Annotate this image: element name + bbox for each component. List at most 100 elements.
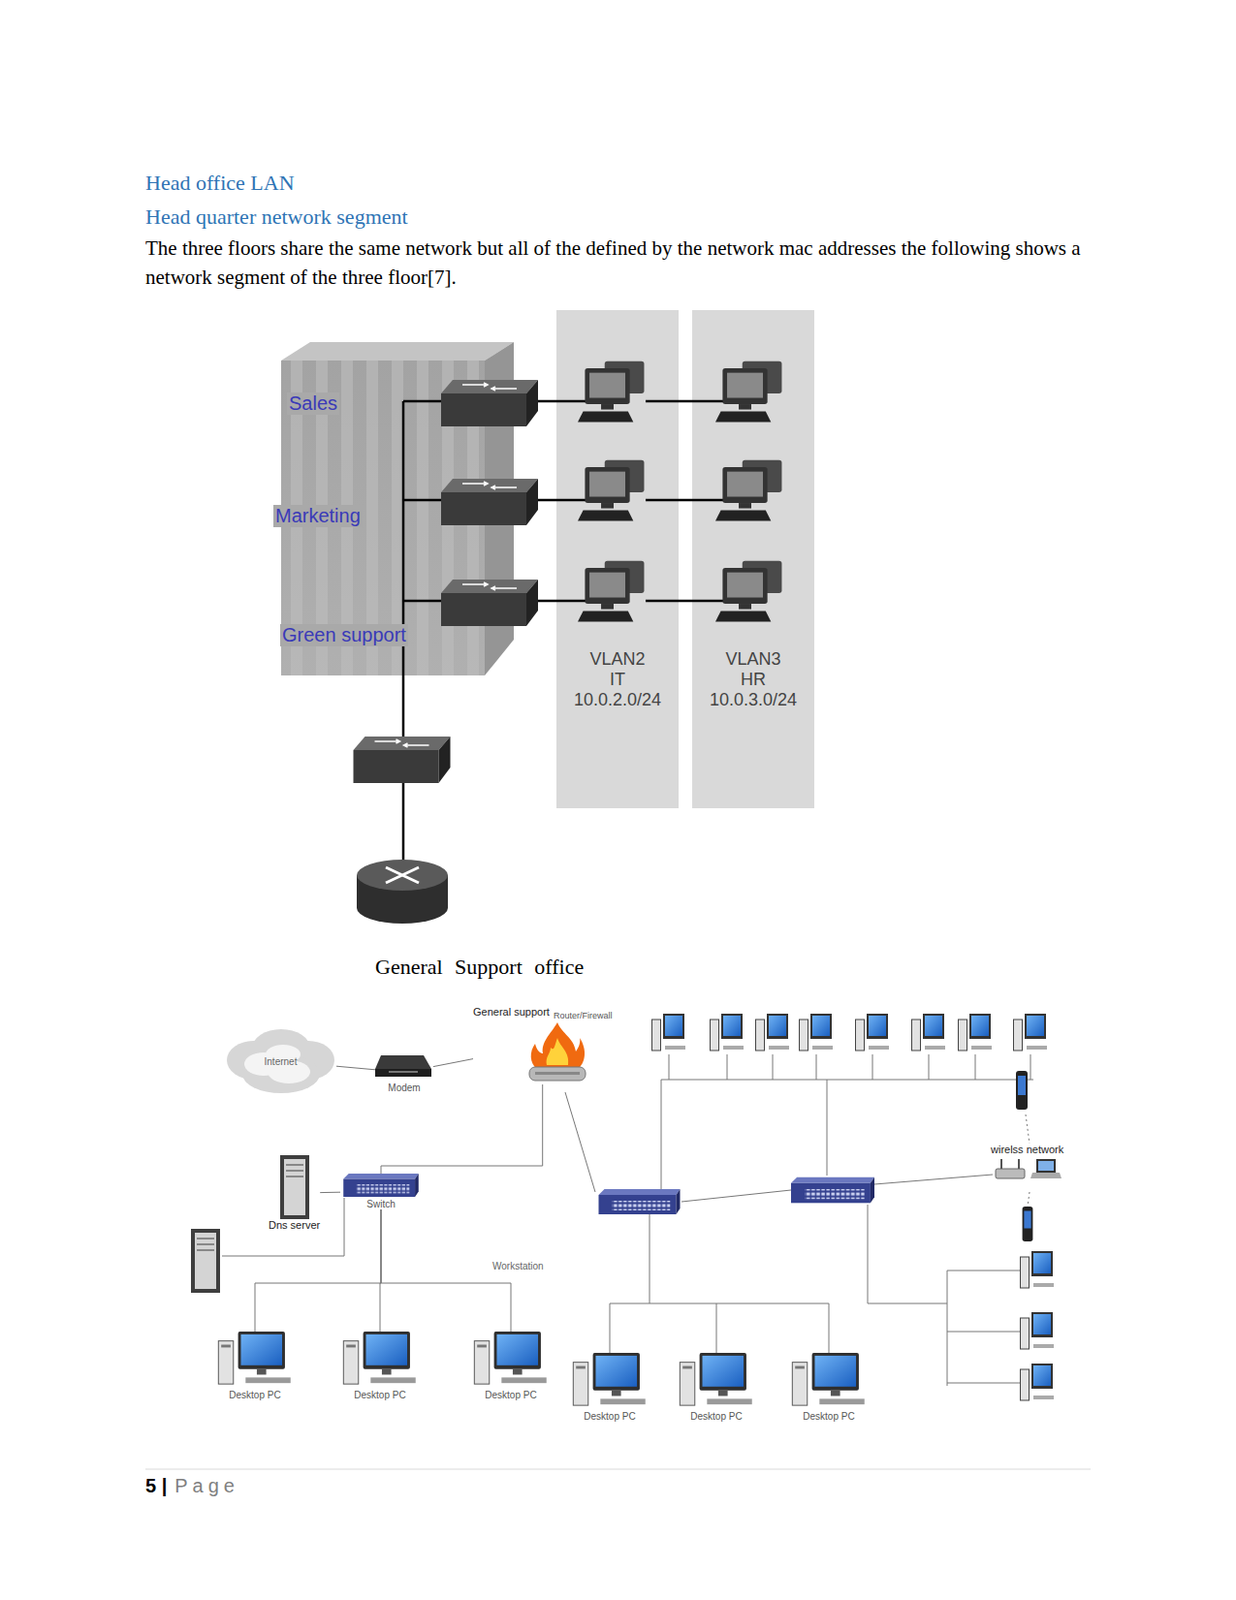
graphic-part	[715, 561, 782, 623]
device-label: Desktop PC	[484, 1390, 537, 1401]
graphic-part	[441, 579, 539, 627]
graphic-part	[756, 1014, 791, 1051]
graphic-part	[1020, 1363, 1055, 1401]
device-label: wirelss network	[990, 1143, 1064, 1156]
device-label: Desktop PC	[583, 1411, 635, 1423]
device-icon	[678, 1353, 755, 1410]
device-icon	[525, 1020, 590, 1085]
device-icon	[571, 1353, 648, 1410]
graphic-part	[565, 1092, 596, 1193]
graphic-part	[441, 478, 539, 526]
vlan-label: HR	[740, 669, 766, 691]
floor-band: Sales	[286, 381, 477, 425]
network-link	[380, 1209, 511, 1332]
floor-label: Marketing	[273, 505, 363, 528]
vlan-band	[692, 310, 815, 809]
lan-wiring	[403, 401, 724, 861]
graphic-part	[218, 1331, 290, 1385]
graphic-part	[609, 1214, 829, 1354]
device: Desktop PC	[791, 1353, 867, 1423]
section-subheading: Head quarter network segment	[145, 204, 409, 230]
network-link	[254, 1209, 381, 1332]
device-label: Desktop PC	[228, 1390, 281, 1401]
floor-label: Sales	[286, 392, 340, 415]
graphic-part	[474, 1331, 546, 1385]
firewall-router: General supportRouter/Firewall	[473, 1006, 612, 1085]
graphic-part	[681, 1190, 792, 1203]
network-link	[380, 1084, 543, 1174]
vlan-label: VLAN3	[725, 649, 781, 670]
cloud-label: Internet	[264, 1056, 298, 1068]
device-label: Desktop PC	[802, 1411, 855, 1423]
graphic-part	[652, 1014, 687, 1051]
graphic-part	[1014, 1014, 1048, 1051]
floor-band: Green support	[280, 613, 477, 657]
device-label: Desktop PC	[353, 1390, 406, 1401]
device-label: Router/Firewall	[553, 1011, 613, 1021]
graphic-part	[668, 1054, 1031, 1080]
graphic-part	[679, 1353, 752, 1406]
device-label: Switch	[366, 1199, 395, 1210]
page-number: 5 |	[145, 1475, 167, 1498]
figure-caption: General Support office	[375, 954, 584, 981]
vlan-column: VLAN3HR10.0.3.0/24	[692, 310, 815, 809]
device: Desktop PC	[473, 1331, 549, 1401]
device-icon	[342, 1331, 418, 1389]
vlan-column: VLAN2IT10.0.2.0/24	[556, 310, 679, 809]
footer-rule	[145, 1469, 1091, 1471]
graphic-part	[577, 460, 644, 522]
body-paragraph: The three floors share the same network …	[145, 233, 1091, 292]
device-label: Workstation	[492, 1261, 544, 1272]
graphic-part	[1015, 1071, 1028, 1110]
page-word: Page	[174, 1475, 240, 1498]
device-icon	[340, 1173, 422, 1198]
graphic-part	[529, 1022, 586, 1081]
graphic-part	[958, 1014, 993, 1051]
graphic-part	[577, 561, 644, 623]
vlan-label: IT	[609, 669, 626, 691]
graphic-part	[356, 859, 448, 924]
network-link	[319, 1192, 341, 1194]
graphic-part	[661, 1079, 1034, 1190]
graphic-part	[792, 1353, 864, 1406]
wireless-access: wirelss network	[990, 1143, 1064, 1185]
graphic-part	[599, 1189, 681, 1215]
graphic-part	[912, 1014, 947, 1051]
graphic-part	[190, 1229, 221, 1294]
graphic-part	[280, 1155, 310, 1220]
graphic-part	[710, 1014, 745, 1051]
floor-label: Green support	[280, 624, 409, 647]
device-icon	[375, 1051, 434, 1081]
graphic-part	[441, 380, 539, 427]
graphic-part	[403, 401, 444, 602]
device: Desktop PC	[342, 1331, 418, 1401]
graphic-part	[1025, 1114, 1030, 1207]
graphic-part	[715, 361, 782, 423]
graphic-part	[226, 1029, 335, 1094]
graphic-part	[1020, 1312, 1055, 1350]
internet-cloud: Internet	[224, 1025, 337, 1098]
device-label: Desktop PC	[690, 1411, 742, 1423]
graphic-part	[375, 1055, 432, 1078]
graphic-part	[577, 361, 644, 423]
graphic-part	[572, 1353, 645, 1406]
device: Switch	[340, 1173, 422, 1210]
vlan-label: 10.0.3.0/24	[709, 690, 797, 711]
graphic-part	[1020, 1251, 1055, 1289]
vlan-label: 10.0.2.0/24	[573, 690, 662, 711]
graphic-part	[343, 1331, 415, 1385]
label-row: General supportRouter/Firewall	[473, 1006, 612, 1021]
device-label: Modem	[387, 1082, 420, 1094]
device-icon	[993, 1155, 1062, 1185]
device-icon	[791, 1353, 867, 1410]
device: Modem	[375, 1051, 434, 1094]
graphic-part	[791, 1177, 875, 1205]
graphic-part	[799, 1014, 834, 1051]
graphic-part	[353, 736, 451, 784]
graphic-part	[855, 1014, 890, 1051]
device: Desktop PC	[678, 1353, 755, 1423]
graphic-part	[874, 1174, 993, 1185]
device-icon	[217, 1331, 293, 1389]
graphic-part	[343, 1173, 419, 1198]
